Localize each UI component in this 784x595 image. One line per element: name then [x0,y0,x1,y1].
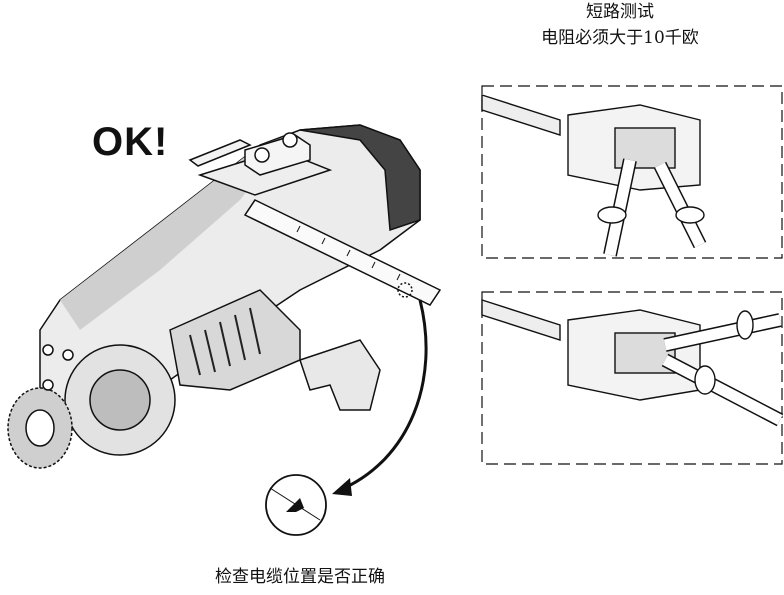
test-panel-top [481,85,783,259]
ruler-back [188,139,252,167]
check-cable-caption: 检查电缆位置是否正确 [215,567,385,587]
short-test-caption: 短路测试 电阻必须大于10千欧 [520,0,720,51]
screw-3 [42,379,54,391]
ruler-strip [243,199,442,306]
arrow-head [332,478,352,496]
test-panel-bottom [481,291,784,465]
clamp-screw-1 [254,147,270,163]
motor-vents [189,307,261,376]
nut-inner [25,409,55,447]
screw-2 [62,349,74,361]
tool-assembly [7,124,442,469]
magnifier-arrow [286,498,304,512]
cable-bottom [481,299,561,341]
short-test-title: 短路测试 [586,2,654,22]
resistance-requirement: 电阻必须大于10千欧 [541,27,699,48]
pointer-arrow [339,299,428,492]
tool-stand [299,339,381,411]
ok-label: OK! [92,120,169,164]
housing-top [299,124,421,232]
cable-top [481,94,561,136]
chuck-inner [89,369,151,431]
screw-1 [42,344,54,356]
cable-check-marker [397,282,413,298]
magnifier [265,474,327,536]
clamp-screw-2 [282,132,298,148]
